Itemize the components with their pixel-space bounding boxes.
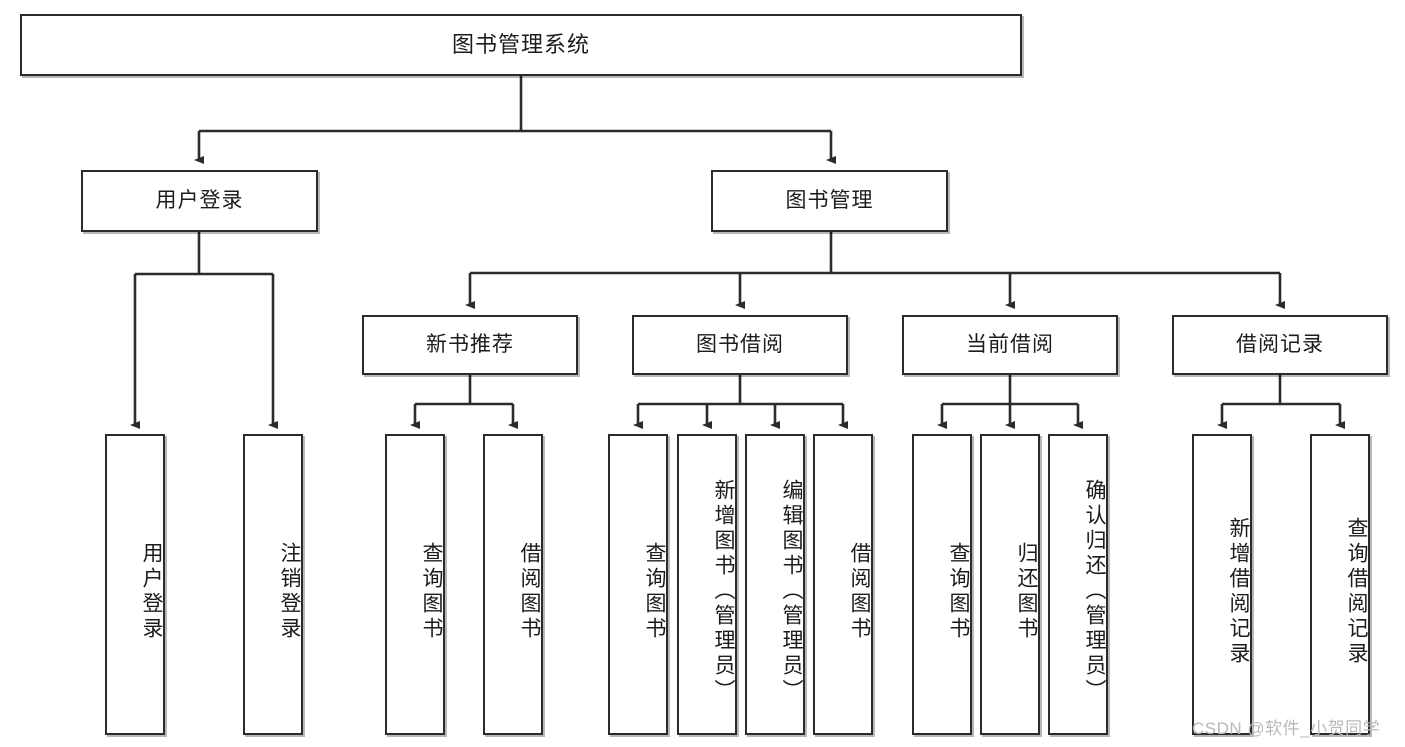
- node-label: 查询图书: [643, 541, 666, 642]
- csdn-watermark: CSDN @软件_小贺同学: [1192, 719, 1381, 738]
- node-label: 编辑图书（管理员）: [780, 479, 803, 704]
- node-label: 查询图书: [420, 541, 443, 642]
- leaf-query-book-2[interactable]: 查询图书: [608, 434, 668, 735]
- node-book-manage[interactable]: 图书管理: [711, 170, 948, 232]
- leaf-query-book-1[interactable]: 查询图书: [385, 434, 445, 735]
- leaf-add-book[interactable]: 新增图书（管理员）: [677, 434, 737, 735]
- node-label: 图书管理系统: [451, 31, 590, 57]
- leaf-query-book-3[interactable]: 查询图书: [912, 434, 972, 735]
- node-label: 注销登录: [278, 541, 301, 642]
- leaf-user-login[interactable]: 用户登录: [105, 434, 165, 735]
- node-label: 用户登录: [155, 189, 244, 213]
- node-label: 确认归还（管理员）: [1083, 479, 1106, 704]
- node-user-login[interactable]: 用户登录: [81, 170, 318, 232]
- node-label: 用户登录: [140, 541, 163, 642]
- node-label: 查询图书: [947, 541, 970, 642]
- node-root-图书管理系统[interactable]: 图书管理系统: [20, 14, 1022, 76]
- leaf-borrow-book-1[interactable]: 借阅图书: [483, 434, 543, 735]
- leaf-edit-book[interactable]: 编辑图书（管理员）: [745, 434, 805, 735]
- node-label: 图书管理: [785, 189, 874, 213]
- leaf-add-record[interactable]: 新增借阅记录: [1192, 434, 1252, 735]
- node-label: 新增借阅记录: [1227, 516, 1250, 667]
- node-current-borrow[interactable]: 当前借阅: [902, 315, 1118, 375]
- node-label: 查询借阅记录: [1345, 516, 1368, 667]
- leaf-query-record[interactable]: 查询借阅记录: [1310, 434, 1370, 735]
- node-label: 借阅图书: [848, 541, 871, 642]
- leaf-borrow-book-2[interactable]: 借阅图书: [813, 434, 873, 735]
- node-borrow-record[interactable]: 借阅记录: [1172, 315, 1388, 375]
- leaf-user-logout[interactable]: 注销登录: [243, 434, 303, 735]
- node-new-book-rec[interactable]: 新书推荐: [362, 315, 578, 375]
- node-book-borrow[interactable]: 图书借阅: [632, 315, 848, 375]
- node-label: 新增图书（管理员）: [712, 479, 735, 704]
- node-label: 图书借阅: [696, 333, 784, 357]
- node-label: 借阅记录: [1236, 333, 1324, 357]
- node-label: 当前借阅: [966, 333, 1054, 357]
- node-label: 归还图书: [1015, 541, 1038, 642]
- leaf-return-book[interactable]: 归还图书: [980, 434, 1040, 735]
- node-label: 借阅图书: [518, 541, 541, 642]
- leaf-confirm-return[interactable]: 确认归还（管理员）: [1048, 434, 1108, 735]
- node-label: 新书推荐: [426, 333, 514, 357]
